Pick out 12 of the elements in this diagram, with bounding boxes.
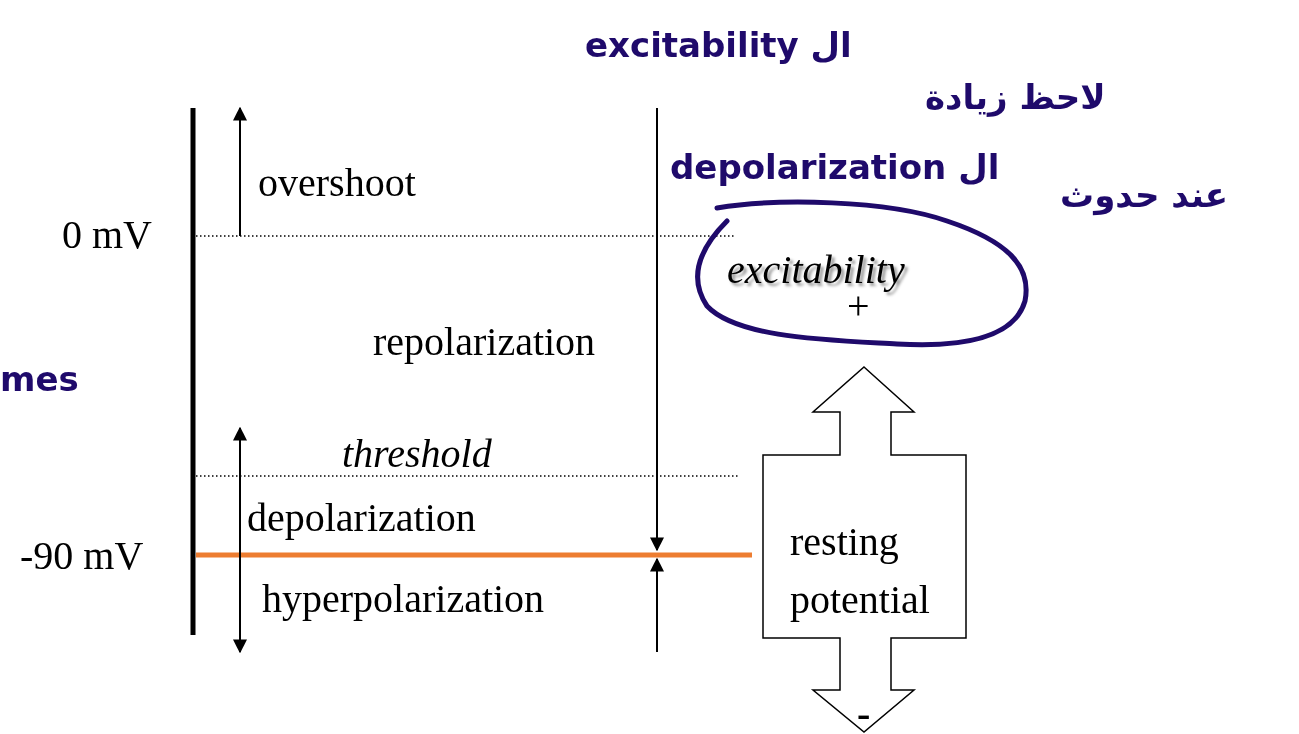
handwritten-note: excitability ال xyxy=(585,28,852,62)
phase-label: hyperpolarization xyxy=(262,579,545,619)
axis-label: 0 mV xyxy=(62,215,152,255)
phase-label: overshoot xyxy=(258,163,416,203)
handwritten-note: depolarization ال xyxy=(670,150,1000,184)
minus-sign: - xyxy=(857,694,871,734)
phase-label: repolarization xyxy=(373,322,596,362)
phase-label: threshold xyxy=(342,434,492,474)
handwritten-note: mes xyxy=(0,362,79,396)
node-label: resting potential xyxy=(790,518,931,624)
axis-label: -90 mV xyxy=(20,536,144,576)
phase-label: depolarization xyxy=(247,498,476,538)
